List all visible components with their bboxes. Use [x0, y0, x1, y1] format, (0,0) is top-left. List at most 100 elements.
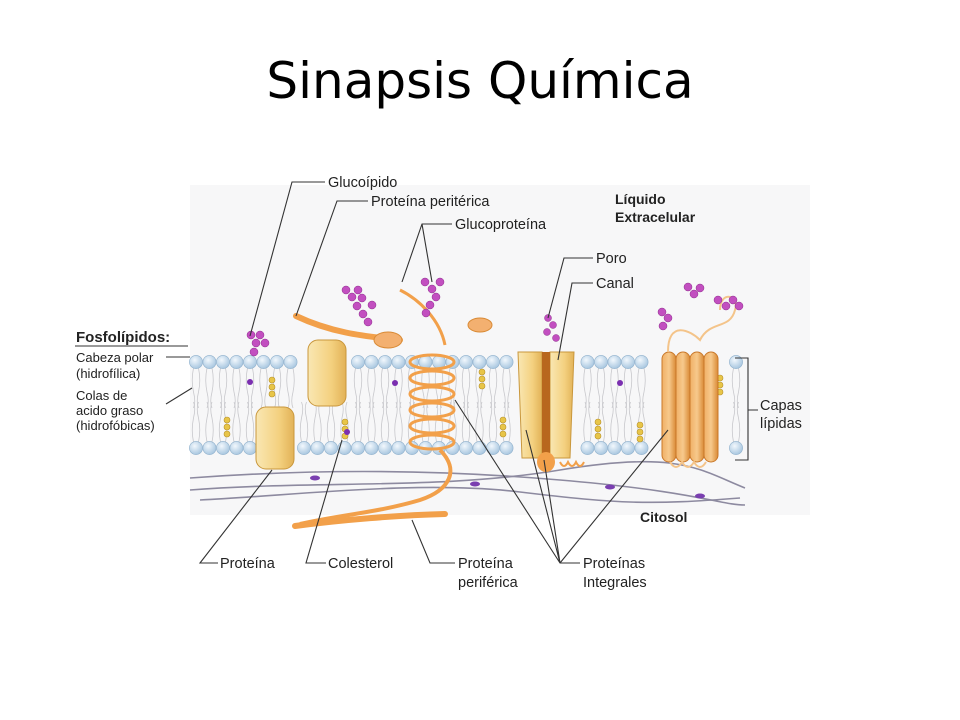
- lipid-tail: [583, 401, 587, 443]
- phospholipid-head: [256, 355, 271, 369]
- label-capas: Capas: [760, 398, 802, 414]
- phospholipid-head: [621, 441, 635, 455]
- label-proteina: Proteína: [220, 556, 276, 572]
- phospholipid-head: [243, 441, 257, 455]
- lipid-tail: [507, 401, 511, 443]
- label-canal: Canal: [596, 276, 634, 292]
- label-cabeza-polar: Cabeza polar: [76, 350, 154, 365]
- lipid-tail: [394, 401, 398, 443]
- channel-protein: [517, 351, 585, 472]
- label-acido-graso: acido graso: [76, 403, 143, 418]
- label-fosfolipidos: Fosfolípidos:: [76, 329, 170, 346]
- phospholipid-head: [378, 355, 392, 369]
- lipid-tail: [407, 401, 412, 443]
- phospholipid-head: [472, 441, 487, 455]
- phospholipid-head: [189, 355, 203, 369]
- peripheral-blob-right: [467, 317, 493, 333]
- label-proteinas-integrales-2: Integrales: [583, 575, 647, 591]
- lipid-tail: [277, 367, 282, 409]
- phospholipid-head: [189, 441, 203, 455]
- lipid-tail: [399, 401, 403, 443]
- lipid-tail: [736, 401, 741, 443]
- lipid-tail: [601, 401, 606, 443]
- label-lipidas: lípidas: [760, 416, 802, 432]
- lipid-tail: [218, 401, 223, 443]
- glycolipid-markers: [247, 379, 623, 435]
- lipid-tail: [358, 401, 363, 443]
- phospholipid-head: [459, 355, 473, 369]
- phospholipid-head: [283, 355, 298, 369]
- lipid-tail: [264, 367, 268, 409]
- phospholipid-head: [351, 441, 365, 455]
- lipid-tail: [367, 401, 371, 443]
- phospholipid-head: [391, 441, 406, 455]
- phospholipid-head: [364, 355, 379, 369]
- phospholipid-head: [297, 441, 311, 455]
- phospholipid-head: [499, 441, 514, 455]
- phospholipid-head: [216, 441, 230, 455]
- lipid-tail: [191, 401, 196, 443]
- lipid-tail: [380, 401, 385, 443]
- phospholipid-heads-top: [189, 355, 743, 369]
- peripheral-protein-bottom: [292, 511, 448, 529]
- lipid-tail: [588, 401, 592, 443]
- label-hidrofilica: (hidrofílica): [76, 366, 140, 381]
- lipid-tail: [385, 401, 390, 443]
- label-extracelular: Extracelular: [615, 209, 696, 225]
- lipid-tail: [210, 401, 214, 443]
- label-proteina-periferica-top: Proteína peritérica: [371, 194, 490, 210]
- lipid-tail: [466, 401, 471, 443]
- label-citosol: Citosol: [640, 509, 687, 525]
- phospholipid-head: [634, 441, 649, 455]
- phospholipid-head: [229, 441, 244, 455]
- lipid-tail: [615, 401, 619, 443]
- lipid-tail: [475, 401, 479, 443]
- lipid-tail: [340, 401, 344, 443]
- label-hidrofobicas: (hidrofóbicas): [76, 418, 155, 433]
- label-poro: Poro: [596, 251, 627, 267]
- cytoskeleton-fibers: [189, 460, 746, 506]
- lipid-tail: [628, 401, 633, 443]
- lipid-tail: [453, 401, 457, 443]
- lipid-tail: [304, 401, 309, 443]
- phospholipid-head: [729, 441, 743, 455]
- phospholipid-head: [634, 355, 649, 369]
- integral-protein-lower: [255, 406, 295, 470]
- slide-title: Sinapsis Química: [266, 52, 694, 110]
- lipid-tail: [299, 401, 304, 443]
- lipid-tail: [353, 401, 358, 443]
- label-colesterol: Colesterol: [328, 556, 393, 572]
- phospholipid-head: [351, 355, 365, 369]
- lipid-tail: [637, 401, 641, 443]
- lipid-tail: [259, 367, 263, 409]
- phospholipid-head: [202, 441, 217, 455]
- label-proteina-periferica-bottom-1: Proteína: [458, 556, 514, 572]
- lipid-tail: [642, 401, 646, 443]
- label-colas-de: Colas de: [76, 388, 127, 403]
- label-glucoproteina: Glucoproteína: [455, 217, 547, 233]
- lipid-tail: [291, 367, 295, 409]
- lipid-tail: [731, 401, 736, 443]
- lipid-tail: [461, 401, 466, 443]
- label-liquido: Líquido: [615, 191, 666, 207]
- lipid-tail: [232, 401, 236, 443]
- phospholipid-head: [229, 355, 244, 369]
- phospholipid-head: [216, 355, 230, 369]
- phospholipid-head: [202, 355, 217, 369]
- phospholipid-head: [580, 441, 595, 455]
- lipid-tail: [196, 401, 201, 443]
- multipass-protein: [661, 295, 737, 468]
- peripheral-blob: [373, 331, 403, 349]
- phospholipid-head: [270, 355, 284, 369]
- phospholipid-head: [607, 355, 622, 369]
- phospholipid-head: [580, 355, 595, 369]
- lipid-tail: [372, 401, 376, 443]
- phospholipid-head: [324, 441, 338, 455]
- phospholipid-head: [594, 441, 608, 455]
- lipid-tail: [237, 401, 241, 443]
- phospholipid-head: [310, 441, 325, 455]
- lipid-tail: [245, 401, 250, 443]
- phospholipid-head: [729, 355, 743, 369]
- label-proteinas-integrales-1: Proteínas: [583, 556, 645, 572]
